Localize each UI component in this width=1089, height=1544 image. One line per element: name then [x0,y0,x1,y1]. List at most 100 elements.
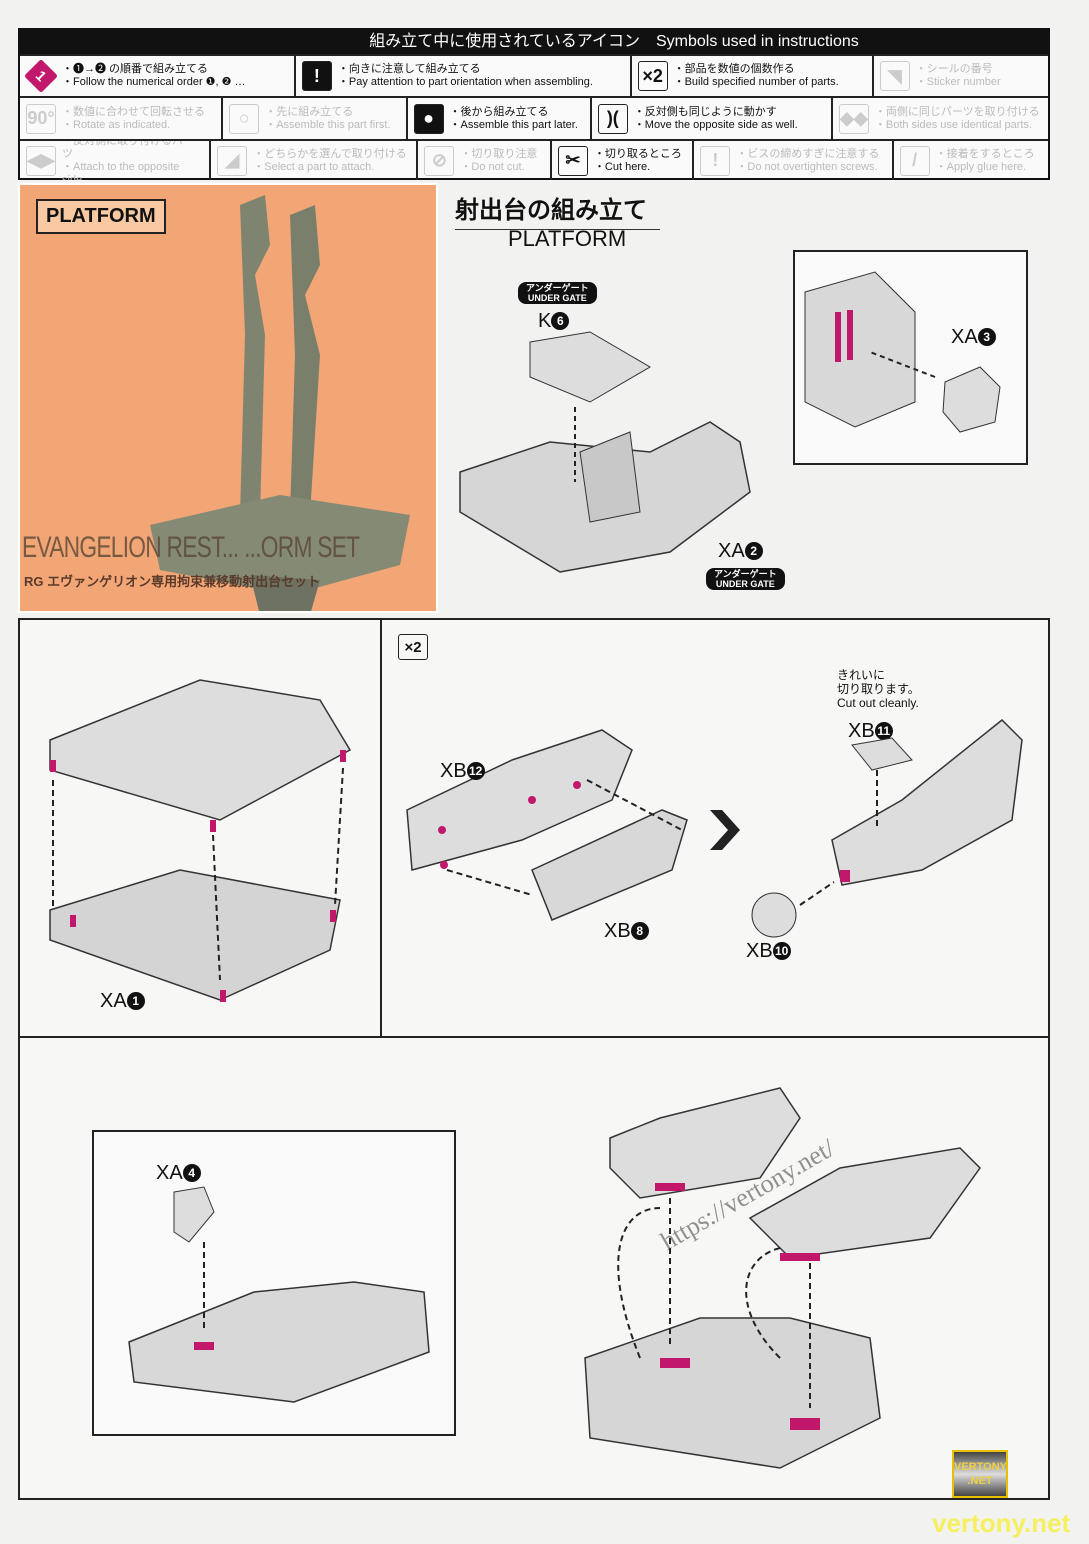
xb12-xb8-diagram [406,729,688,921]
legend-text-ja: ・切り取り注意 [460,147,538,160]
arrow-right-icon [710,810,740,850]
exclamation-icon: ! [301,61,332,91]
legend-text-ja: ・両側に同じパーツを取り付ける [874,105,1040,118]
legend-text-en: ・Rotate as indicated. [62,118,171,131]
legend-text-en: ・Apply glue here. [935,160,1027,173]
step-number-icon: 1 [24,59,58,93]
legend-row-1: 1 ・❶→❷ の順番で組み立てる・Follow the numerical ord… [20,54,1048,96]
legend-text-en: ・Attach to the opposite side. [62,160,180,181]
legend-row-2: 90° ・数値に合わせて回転させる・Rotate as indicated. ○ ・先… [20,96,1048,139]
both-sides-icon: ◆◆ [838,103,869,134]
legend-item: )( ・反対側も同じように動かす・Move the opposite side a… [592,98,833,139]
platform-product-photo: PLATFORM EVANGELION REST... ...ORM SET R… [18,183,438,613]
xa4-detail-diagram [128,1186,430,1403]
legend-title-ja: 組み立て中に使用されているアイコン [369,33,640,50]
screw-icon: ! [700,145,731,176]
legend-item: ×2 ・部品を数値の個数作る・Build specified number of … [632,56,874,96]
glue-icon: / [899,145,930,176]
platform-top-bottom-diagram [49,679,352,1002]
assemble-later-icon: ● [413,103,444,134]
legend-text-ja: ・シールの番号 [915,63,993,75]
legend-text-ja: ・部品を数値の個数作る [673,63,795,75]
legend-text-ja: ・反対側も同じように動かす [633,105,777,118]
legend-item: 90° ・数値に合わせて回転させる・Rotate as indicated. [20,98,224,139]
move-opposite-icon: )( [597,103,628,134]
legend-item: / ・接着をするところ・Apply glue here. [894,141,1048,180]
legend-item: ◢・どちらかを選んで取り付ける・Select a part to attach. [211,141,419,180]
legend-row-3: ◀▶ ・反対側に取り付けるパーツ・Attach to the opposite s… [20,139,1048,180]
legend-item: ◀▶ ・反対側に取り付けるパーツ・Attach to the opposite s… [20,141,212,181]
legend-item: ● ・後から組み立てる・Assemble this part later. [408,98,592,139]
cut-note: きれいに切り取ります。Cut out cleanly. [837,668,920,710]
legend-text-en: ・Assemble this part first. [265,118,391,131]
legend-text-en: ・Both sides use identical parts. [874,118,1032,131]
legend-text-en: ・Follow the numerical order ❶, ❷ … [62,76,246,88]
legend-text-ja: ・❶→❷ の順番で組み立てる [62,63,209,75]
legend-text-ja: ・反対側に取り付けるパーツ [62,141,194,160]
section-title-en: PLATFORM [508,226,627,251]
legend-text-en: ・Build specified number of parts. [673,76,839,88]
legend-item: ✂ ・切り取るところ・Cut here. [552,141,695,180]
legend-item: 1 ・❶→❷ の順番で組み立てる・Follow the numerical ord… [20,56,296,96]
legend-text-en: ・Pay attention to part orientation when … [337,76,593,88]
photo-label: PLATFORM [36,199,166,234]
legend-text-en: ・Move the opposite side as well. [633,118,798,131]
sticker-icon: ◥ [879,61,910,91]
legend-text-ja: ・数値に合わせて回転させる [62,105,205,118]
legend-text-en: ・Select a part to attach. [253,160,375,173]
legend-text-ja: ・先に組み立てる [265,105,354,118]
final-assembly-diagram [584,1087,981,1469]
nipper-icon: ✂ [557,145,588,176]
times-two-icon: ×2 [637,61,668,91]
legend-header: 組み立て中に使用されているアイコン Symbols used in instruc… [20,30,1048,54]
opposite-side-icon: ◀▶ [26,145,56,176]
legend-text-ja: ・後から組み立てる [449,105,549,118]
legend-item: ! ・向きに注意して組み立てる・Pay attention to part ori… [296,56,632,96]
legend-text-ja: ・接着をするところ [935,147,1035,160]
legend-item: !・ビスの締めすぎに注意する・Do not overtighten screws… [694,141,894,180]
xa3-detail-diagram [804,271,1001,433]
section-title-ja: 射出台の組み立て [455,190,660,230]
photo-title: EVANGELION REST... ...ORM SET [22,531,360,564]
platform-base-diagram [459,331,751,573]
legend-title-en: Symbols used in instructions [655,33,859,50]
legend-text-ja: ・切り取るところ [593,147,682,160]
legend-text-en: ・Sticker number [915,76,1001,88]
legend-text-en: ・Do not cut. [460,160,525,173]
platform-model-image [150,195,410,611]
legend-text-ja: ・どちらかを選んで取り付ける [253,147,407,160]
rotate-icon: 90° [26,103,56,134]
legend-item: ○ ・先に組み立てる・Assemble this part first. [223,98,408,139]
assemble-first-icon: ○ [229,103,260,134]
legend-text-ja: ・ビスの締めすぎに注意する [736,147,880,160]
legend-item: ◆◆ ・両側に同じパーツを取り付ける・Both sides use identic… [833,98,1048,139]
legend-item: ◥ ・シールの番号・Sticker number [874,56,1048,96]
times-two-badge: ×2 [398,634,428,660]
legend-text-ja: ・向きに注意して組み立てる [337,63,481,75]
do-not-cut-icon: ⊘ [424,145,455,176]
vertony-badge: VERTONY .NET [952,1450,1008,1498]
footer-watermark: vertony.net [932,1508,1071,1538]
legend-item: ⊘ ・切り取り注意・Do not cut. [418,141,552,180]
xb-assembly-diagram [751,718,1023,938]
legend-text-en: ・Cut here. [593,160,651,173]
symbols-legend: 組み立て中に使用されているアイコン Symbols used in instruc… [18,28,1050,180]
legend-text-en: ・Assemble this part later. [449,118,578,131]
